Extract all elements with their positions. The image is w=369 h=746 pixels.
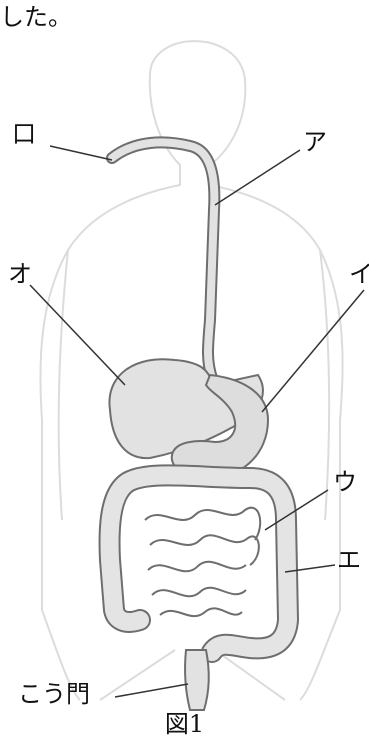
label-o: オ xyxy=(8,262,32,286)
leader-line-o xyxy=(30,285,125,385)
leader-line-anus xyxy=(115,684,188,697)
label-mouth: 口 xyxy=(12,122,36,146)
rectum xyxy=(185,650,209,710)
small-intestine xyxy=(145,508,260,616)
leader-line-a xyxy=(215,150,300,205)
label-a: ア xyxy=(303,130,327,154)
esophagus xyxy=(112,142,214,378)
leader-line-i xyxy=(262,290,364,412)
figure-caption: 図1 xyxy=(0,704,369,739)
label-u: ウ xyxy=(333,470,357,494)
label-i: イ xyxy=(349,262,369,286)
label-e: エ xyxy=(337,548,361,572)
label-anus: こう門 xyxy=(18,682,90,706)
leader-line-mouth xyxy=(50,146,112,160)
